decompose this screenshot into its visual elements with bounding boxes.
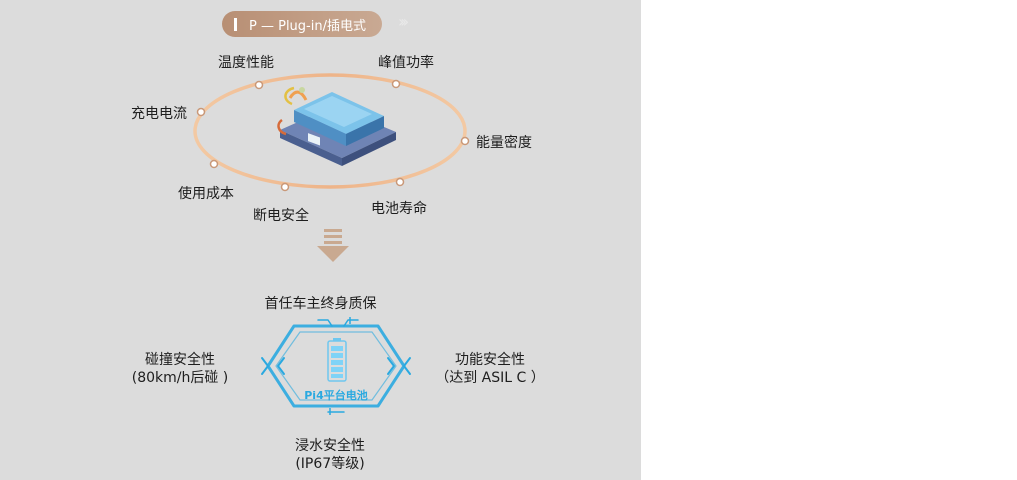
functional-safety-sub: （达到 ASIL C ） [435, 370, 545, 386]
label-temperature: 温度性能 [218, 55, 274, 71]
label-energy-density: 能量密度 [476, 135, 532, 151]
ring-dot [196, 107, 206, 117]
feature-panel: P — Plug-in/插电式 ››› 温度性能 峰值功率 充电电流 能量密度 … [0, 0, 641, 480]
ring-diagram [193, 73, 470, 192]
pi4-battery-label: Pi4平台电池 [304, 389, 368, 402]
section-title: P — Plug-in/插电式 [249, 18, 366, 34]
warranty-label: 首任车主终身质保 [264, 296, 377, 312]
battery-pack-icon [277, 86, 396, 166]
ring-dot [280, 182, 290, 192]
down-arrow-icon [317, 229, 349, 262]
ring-dot [460, 136, 470, 146]
label-peak-power: 峰值功率 [378, 55, 434, 71]
collision-safety-sub: (80km/h后碰 ) [131, 370, 229, 386]
immersion-safety-sub: (IP67等级) [295, 456, 365, 472]
functional-safety-label: 功能安全性 （达到 ASIL C ） [428, 351, 552, 387]
immersion-safety-label: 浸水安全性 (IP67等级) [270, 437, 390, 473]
battery-hex-frame [261, 317, 411, 415]
section-title-pill: P — Plug-in/插电式 [222, 11, 382, 37]
label-battery-life: 电池寿命 [371, 201, 427, 217]
functional-safety-title: 功能安全性 [455, 352, 525, 368]
orbit-ring [193, 73, 467, 189]
ring-dot [391, 79, 401, 89]
label-usage-cost: 使用成本 [178, 186, 234, 202]
collision-safety-label: 碰撞安全性 (80km/h后碰 ) [122, 351, 238, 387]
ring-dot [395, 177, 405, 187]
battery-cell-icon [327, 338, 347, 382]
ring-dot [254, 80, 264, 90]
label-power-off-safety: 断电安全 [253, 208, 309, 224]
collision-safety-title: 碰撞安全性 [145, 352, 215, 368]
chevron-right-icon: ››› [398, 12, 409, 31]
ring-dot [209, 159, 219, 169]
title-bar-icon [234, 17, 237, 31]
immersion-safety-title: 浸水安全性 [295, 438, 365, 454]
label-charge-current: 充电电流 [131, 106, 187, 122]
